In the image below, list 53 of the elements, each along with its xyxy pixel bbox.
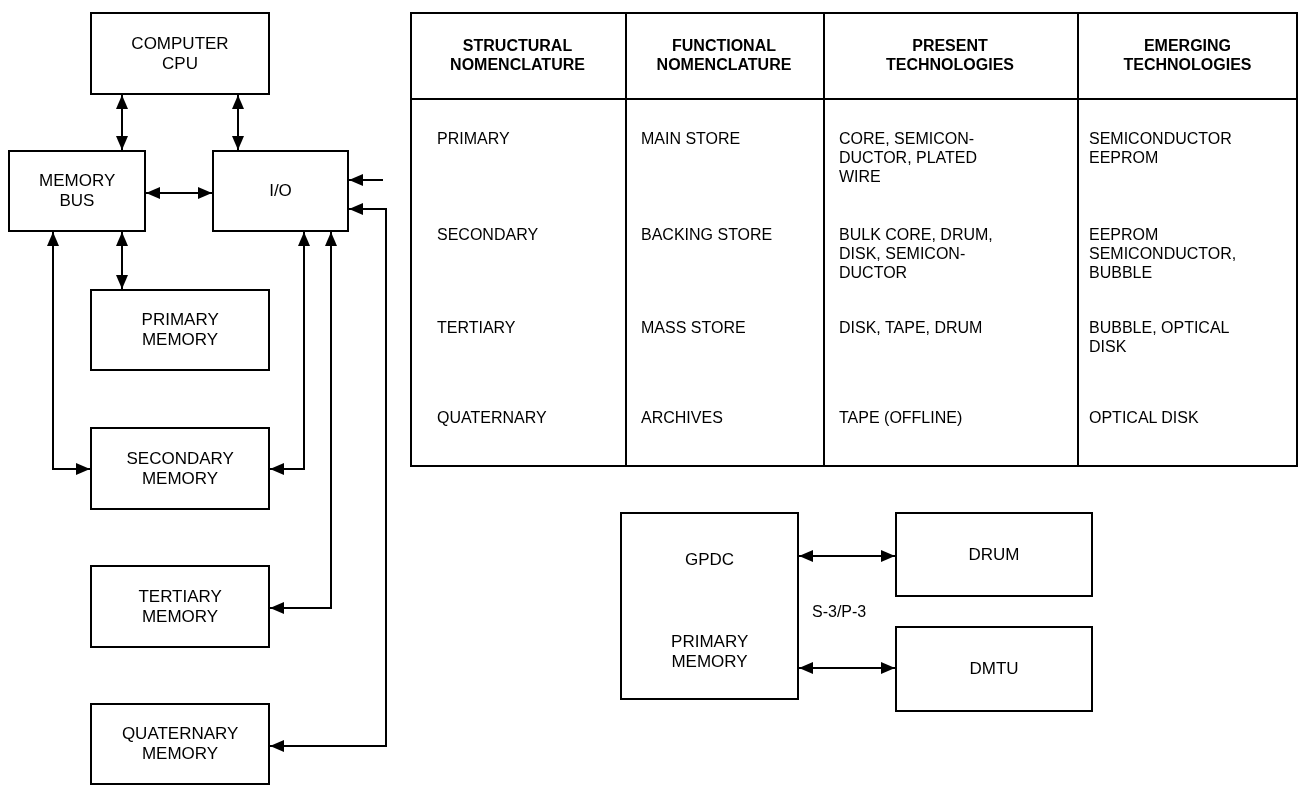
block-label: TERTIARY MEMORY <box>138 586 222 627</box>
table-cell-text: BACKING STORE <box>641 225 774 244</box>
arrow <box>269 203 387 752</box>
arrow <box>798 550 896 562</box>
table-cell-text: TERTIARY <box>437 318 517 337</box>
arrow <box>269 231 310 475</box>
block-box <box>90 12 270 95</box>
block-label: DMTU <box>969 659 1019 679</box>
table-cell-text: OPTICAL DISK <box>1089 408 1200 427</box>
column-header: FUNCTIONAL NOMENCLATURE <box>656 36 792 74</box>
block-box <box>895 512 1093 597</box>
bus-label: S-3/P-3 <box>812 602 867 621</box>
block-label: MEMORY BUS <box>39 171 115 211</box>
block-box <box>90 703 270 785</box>
table-cell-text: TAPE (OFFLINE) <box>839 408 964 427</box>
block-label: QUATERNARY MEMORY <box>121 724 239 764</box>
arrow <box>798 662 896 674</box>
table-cell-text: EEPROM SEMICONDUCTOR, BUBBLE <box>1089 225 1238 282</box>
column-header: PRESENT TECHNOLOGIES <box>886 36 1014 74</box>
arrow <box>232 94 244 151</box>
block-box <box>895 626 1093 712</box>
arrow <box>145 187 213 199</box>
block-box <box>90 565 270 648</box>
arrow <box>47 231 91 475</box>
column-header: EMERGING TECHNOLOGIES <box>1123 36 1252 74</box>
table-cell-text: SEMICONDUCTOR EEPROM <box>1089 129 1233 167</box>
table-cell-text: BULK CORE, DRUM, DISK, SEMICON- DUCTOR <box>839 225 994 282</box>
table-cell-text: MASS STORE <box>641 318 747 337</box>
block-label: PRIMARY MEMORY <box>671 632 748 672</box>
block-box <box>620 512 799 700</box>
block-label: I/O <box>269 181 292 201</box>
column-header: STRUCTURAL NOMENCLATURE <box>450 36 585 74</box>
arrow <box>116 94 128 151</box>
table-cell-text: QUATERNARY <box>437 408 548 427</box>
table-cell-text: SECONDARY <box>437 225 540 244</box>
arrow <box>348 174 384 186</box>
table-cell-text: ARCHIVES <box>641 408 724 427</box>
table-cell-text: MAIN STORE <box>641 129 742 148</box>
arrow <box>116 231 128 290</box>
table-cell-text: CORE, SEMICON- DUCTOR, PLATED WIRE <box>839 129 979 186</box>
arrow <box>269 231 337 614</box>
block-box <box>8 150 146 232</box>
block-label: GPDC <box>684 550 735 570</box>
block-label: DRUM <box>968 544 1020 565</box>
block-box <box>90 427 270 510</box>
block-box <box>90 289 270 371</box>
block-label: PRIMARY MEMORY <box>141 310 219 350</box>
table-cell-text: PRIMARY <box>437 129 511 148</box>
table-cell-text: BUBBLE, OPTICAL DISK <box>1089 318 1230 356</box>
table-cell-text: DISK, TAPE, DRUM <box>839 318 984 337</box>
block-label: COMPUTER CPU <box>131 33 229 74</box>
block-box <box>212 150 349 232</box>
block-label: SECONDARY MEMORY <box>126 448 234 489</box>
